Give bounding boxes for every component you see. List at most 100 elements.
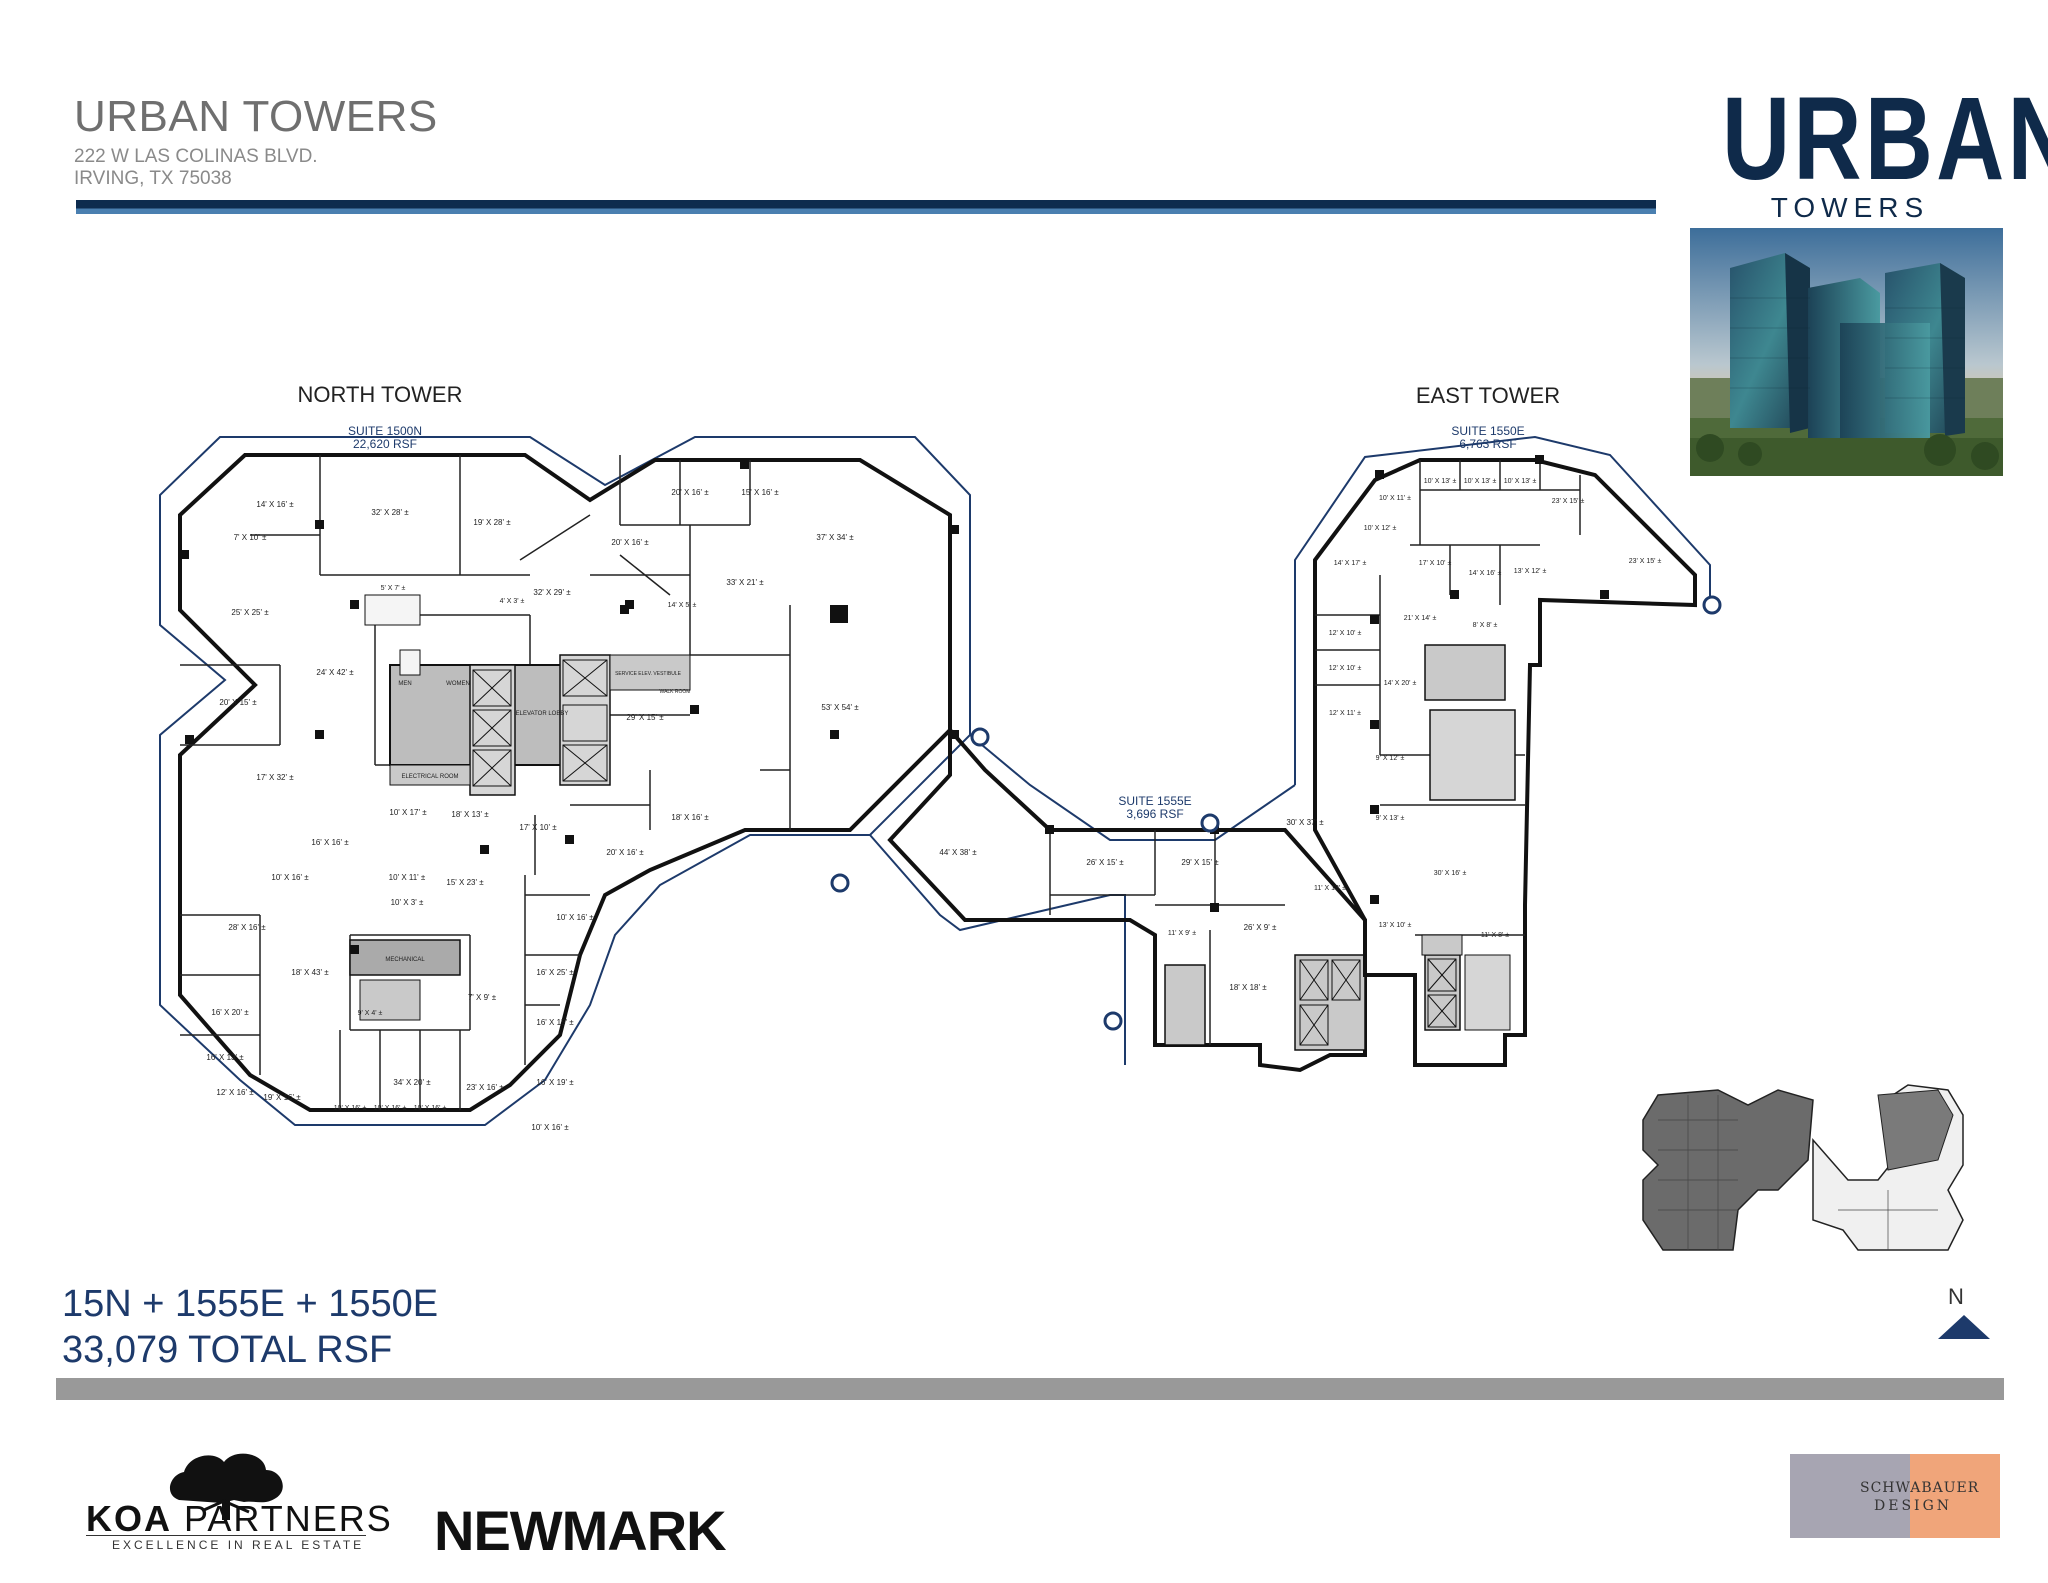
header-divider: [76, 200, 1656, 214]
room-label: 10' X 16' ±: [531, 1123, 569, 1132]
core-label-electrical: ELECTRICAL ROOM: [401, 774, 458, 780]
room-label: 16' X 20' ±: [211, 1008, 249, 1017]
address-line-2: IRVING, TX 75038: [74, 168, 232, 189]
room-label: 28' X 16' ±: [228, 923, 266, 932]
room-label: 14' X 17' ±: [1334, 560, 1367, 567]
room-label: 10' X 13' ±: [1504, 478, 1537, 485]
north-tower-outline: [159, 436, 971, 1126]
room-label: 29' X 15' ±: [1181, 858, 1219, 867]
suite-1555e-walls: [887, 724, 1367, 1073]
east-tower-core: [1421, 644, 1516, 1031]
room-label: 18' X 16' ±: [671, 813, 709, 822]
room-label: 20' X 16' ±: [611, 538, 649, 547]
room-label: 16' X 15' ±: [536, 1018, 574, 1027]
room-label: 16' X 19' ±: [536, 1078, 574, 1087]
room-label: 19' X 16' ±: [263, 1093, 301, 1102]
newmark-logo: NEWMARK: [434, 1499, 727, 1562]
room-label: 23' X 15' ±: [1629, 558, 1662, 565]
room-label: 13' X 10' ±: [1379, 922, 1412, 929]
room-label: 21' X 14' ±: [1404, 615, 1437, 622]
room-label: 9' X 12' ±: [1376, 755, 1405, 762]
north-tower-core: [349, 594, 691, 1021]
room-label: 11' X 13' ±: [1314, 885, 1346, 892]
koa-rule: [86, 1535, 366, 1536]
room-label: 17' X 32' ±: [256, 773, 294, 782]
room-label: 26' X 9' ±: [1244, 923, 1277, 932]
room-label: 37' X 34' ±: [816, 533, 854, 542]
room-label: 9' X 13' ±: [1376, 815, 1405, 822]
room-label: 10' X 13' ±: [1464, 478, 1497, 485]
room-label: 32' X 28' ±: [371, 508, 409, 517]
room-label: 5' X 7' ±: [381, 585, 406, 592]
room-label: 25' X 25' ±: [231, 608, 269, 617]
room-label: 23' X 16' ±: [466, 1083, 504, 1092]
room-label: 16' X 25' ±: [536, 968, 574, 977]
north-tower-columns: [180, 460, 959, 954]
footer-divider: [56, 1378, 2004, 1400]
koa-tree-icon: [169, 1453, 283, 1520]
room-label: 19' X 28' ±: [473, 518, 511, 527]
room-label: 53' X 54' ±: [821, 703, 859, 712]
east-tower-outline: [1294, 435, 1711, 785]
address-line-1: 222 W LAS COLINAS BLVD.: [74, 146, 318, 167]
urban-logo-subword: TOWERS: [1770, 192, 1930, 223]
core-label-men: MEN: [398, 681, 411, 687]
total-rsf: 33,079 TOTAL RSF: [62, 1329, 393, 1371]
suite-1555e-partitions: [1049, 830, 1285, 1045]
room-label: 15' X 16' ±: [741, 488, 779, 497]
room-label: 26' X 15' ±: [1086, 858, 1124, 867]
suite-1555e-core: [1164, 954, 1366, 1051]
schwabauer-gray-block: [1790, 1454, 1910, 1538]
room-label: 44' X 38' ±: [939, 848, 977, 857]
room-label: 23' X 15' ±: [1552, 498, 1585, 505]
room-label: 10' X 16' ±: [374, 1105, 407, 1112]
core-label-women: WOMEN: [446, 681, 470, 687]
schwabauer-orange-block: [1910, 1454, 2000, 1538]
room-label: 12' X 16' ±: [216, 1088, 254, 1097]
core-label-elevator-lobby: ELEVATOR LOBBY: [516, 711, 569, 717]
room-label: 33' X 21' ±: [726, 578, 764, 587]
room-label: 18' X 43' ±: [291, 968, 329, 977]
page-title: URBAN TOWERS: [74, 92, 438, 141]
north-tower-rsf: 22,620 RSF: [353, 437, 417, 451]
north-arrow-icon: [1938, 1315, 1990, 1339]
room-label: 30' X 16' ±: [1434, 870, 1467, 877]
room-label: 20' X 16' ±: [671, 488, 709, 497]
east-tower-partitions: [1315, 460, 1581, 936]
room-label: 4' X 3' ±: [500, 598, 525, 605]
room-label: 18' X 13' ±: [451, 810, 489, 819]
room-label: 15' X 23' ±: [446, 878, 484, 887]
room-label: 29' X 15' ±: [626, 713, 664, 722]
room-label: 10' X 11' ±: [389, 873, 426, 882]
room-label: 8' X 8' ±: [1473, 622, 1498, 629]
room-label: 7' X 9' ±: [468, 993, 497, 1002]
room-label: 20' X 15' ±: [219, 698, 257, 707]
room-label: 10' X 12' ±: [1364, 525, 1397, 532]
room-label: 13' X 12' ±: [1514, 568, 1547, 575]
schwabauer-line2: DESIGN: [1874, 1498, 1952, 1514]
east-tower-suite: SUITE 1550E: [1451, 424, 1524, 438]
building-photo: [1690, 228, 2003, 476]
room-label: 10' X 17' ±: [389, 808, 427, 817]
north-tower-heading: NORTH TOWER: [297, 382, 462, 407]
room-label: 10' X 13' ±: [1424, 478, 1457, 485]
room-label: 12' X 11' ±: [1329, 710, 1361, 717]
koa-tagline: EXCELLENCE IN REAL ESTATE: [112, 1538, 365, 1552]
key-plan: [1642, 1084, 1964, 1251]
room-label: 10' X 16' ±: [271, 873, 309, 882]
room-label: 34' X 20' ±: [393, 1078, 431, 1087]
room-label: 10' X 16' ±: [414, 1105, 447, 1112]
room-label: 12' X 10' ±: [1329, 665, 1362, 672]
core-label-service: SERVICE ELEV. VESTIBULE: [615, 671, 682, 677]
core-label-mechanical: MECHANICAL: [385, 957, 425, 963]
koa-partners-name: KOA PARTNERS: [86, 1498, 393, 1540]
room-label: 10' X 16' ±: [556, 913, 594, 922]
room-label: 30' X 37' ±: [1286, 818, 1324, 827]
room-label: 10' X 3' ±: [391, 898, 424, 907]
room-label: 14' X 16' ±: [256, 500, 294, 509]
room-label: 32' X 29' ±: [533, 588, 571, 597]
urban-logo-wordmark: URBAN: [1722, 73, 2048, 205]
east-tower-columns: [1370, 455, 1609, 904]
east-tower-walls: [1313, 458, 1697, 1067]
suite-1555e-name: SUITE 1555E: [1118, 794, 1191, 808]
